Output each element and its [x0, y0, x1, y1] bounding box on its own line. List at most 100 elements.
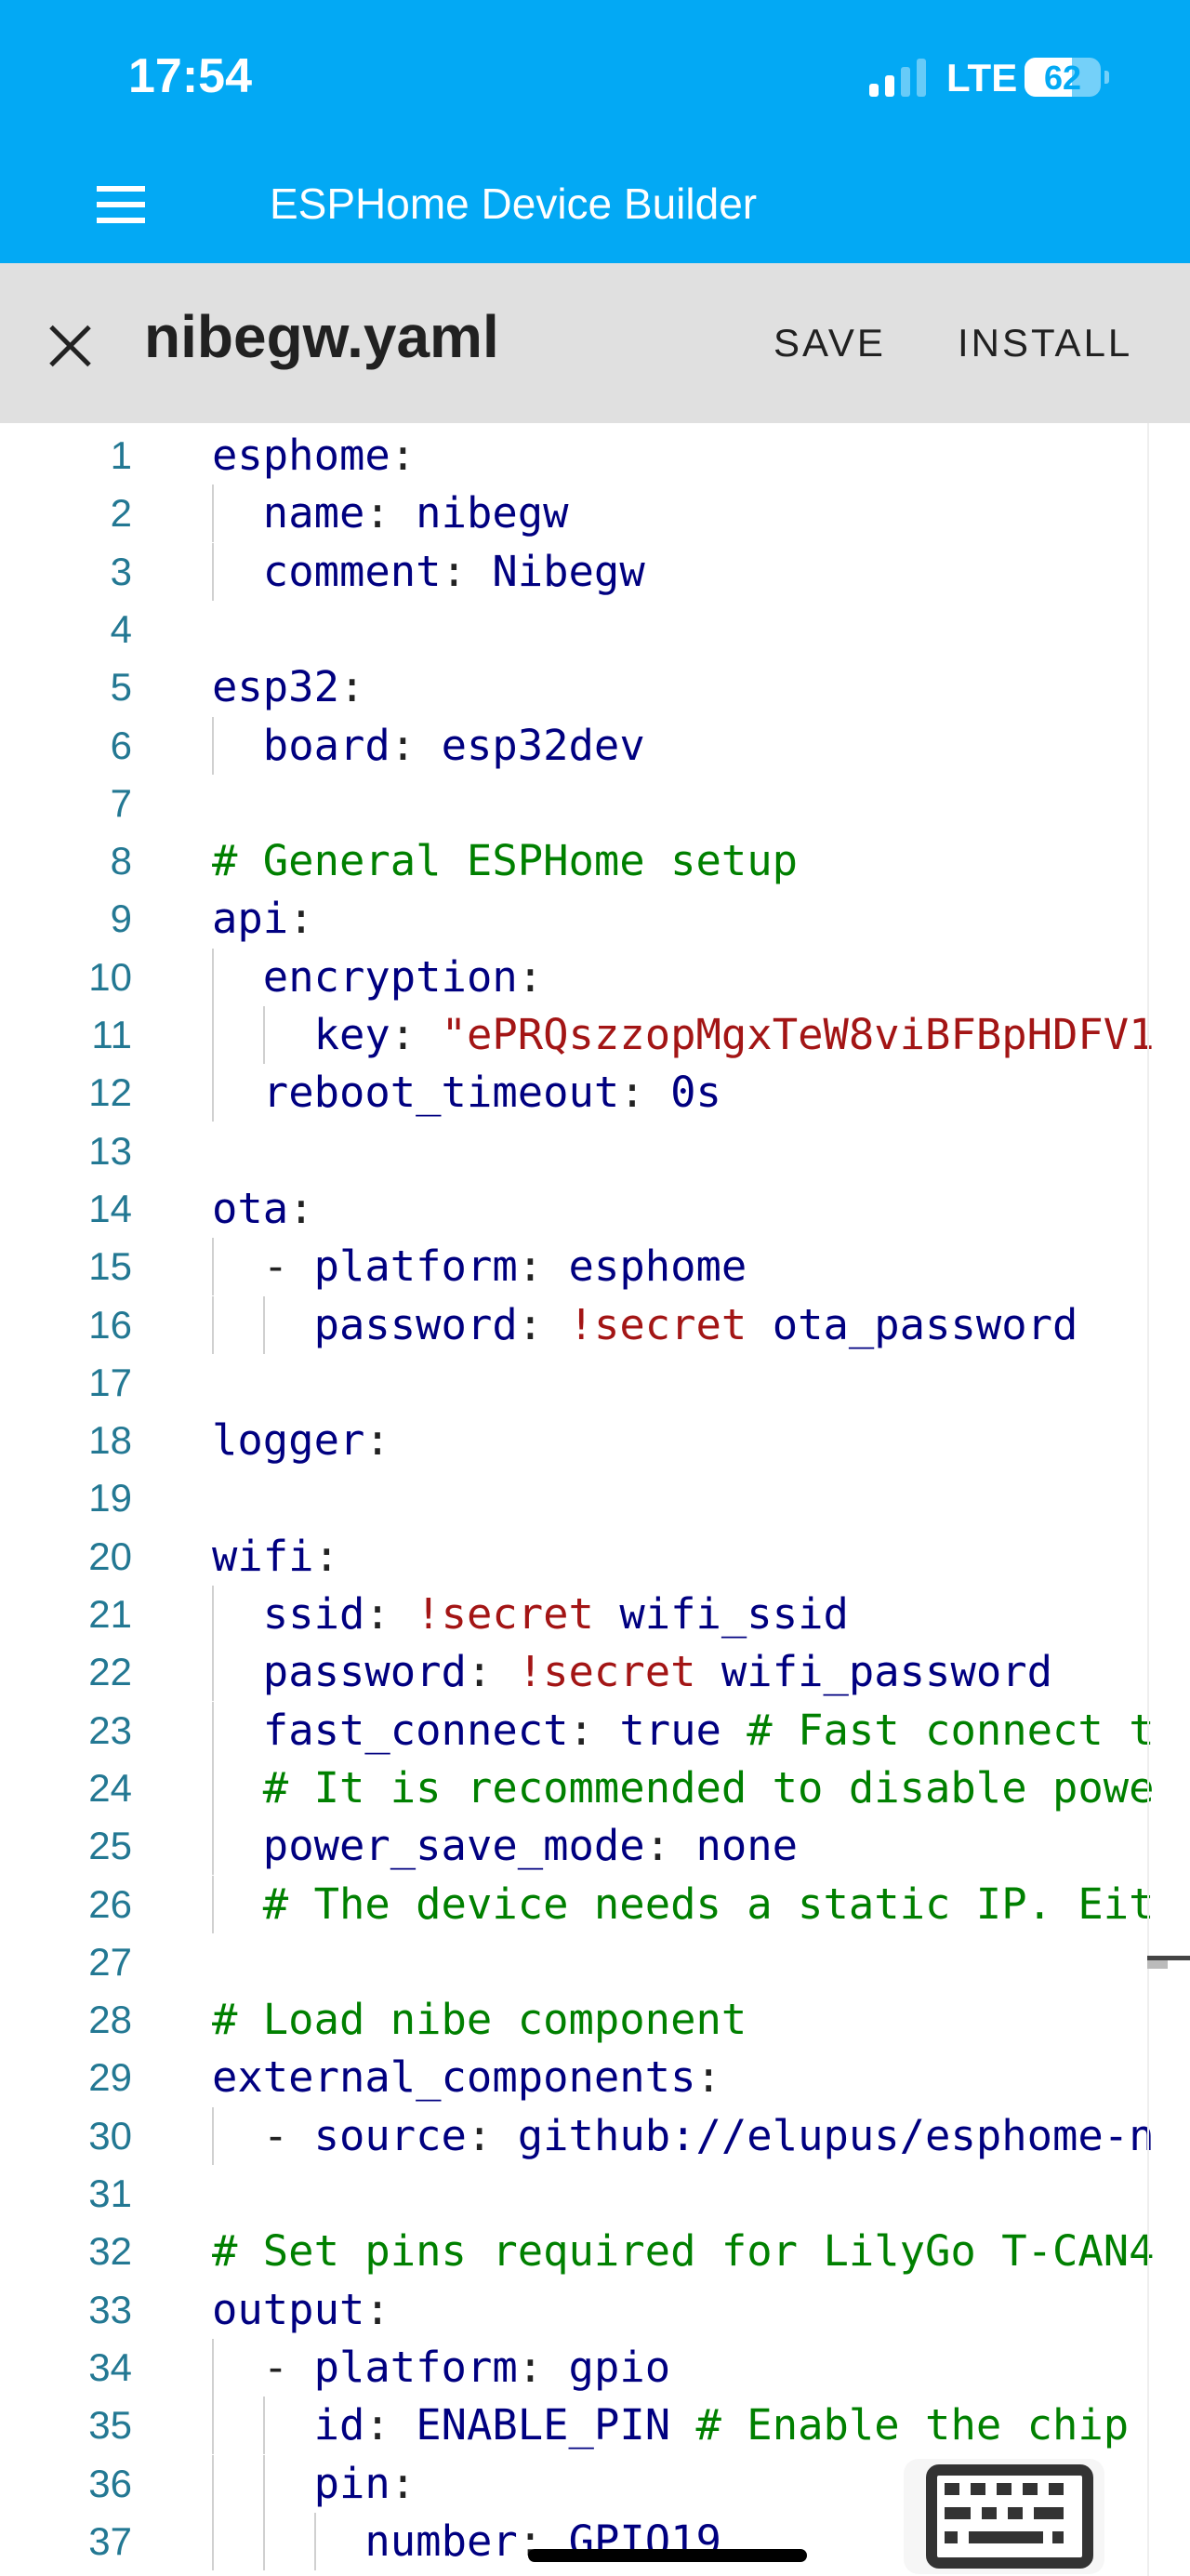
yaml-tag: !secret [517, 1647, 696, 1697]
code-text: logger: [212, 1412, 390, 1469]
code-text: # The device needs a static IP. Eit [263, 1876, 1155, 1933]
yaml-punctuation: - [262, 2342, 314, 2392]
code-line[interactable]: 30- source: github://elupus/esphome-n [0, 2106, 1190, 2165]
yaml-key: name [262, 488, 365, 538]
battery-fill [1025, 58, 1072, 97]
yaml-key: comment [262, 546, 442, 596]
line-number: 8 [110, 839, 132, 883]
scroll-thumb[interactable] [1147, 1960, 1168, 1969]
yaml-key: board [262, 720, 390, 770]
yaml-value: github://elupus/esphome-n [517, 2110, 1155, 2160]
code-text: external_components: [212, 2049, 721, 2106]
yaml-punctuation: : [619, 1068, 671, 1118]
hamburger-icon[interactable] [97, 186, 145, 223]
code-text: reboot_timeout: 0s [263, 1064, 721, 1122]
yaml-key: output [212, 2284, 365, 2334]
yaml-punctuation: : [695, 2052, 721, 2103]
yaml-punctuation: : [466, 1647, 518, 1697]
code-text: # Set pins required for LilyGo T-CAN4 [212, 2223, 1155, 2280]
install-button[interactable]: INSTALL [958, 321, 1133, 365]
yaml-punctuation: : [441, 546, 493, 596]
code-text: - platform: esphome [263, 1238, 747, 1295]
yaml-punctuation: : [364, 2284, 390, 2334]
code-line[interactable]: 34- platform: gpio [0, 2338, 1190, 2397]
indent-guide [212, 1295, 214, 1354]
code-line[interactable]: 15 - platform: esphome [0, 1238, 1190, 1296]
code-text: ssid: !secret wifi_ssid [263, 1586, 849, 1643]
code-line[interactable]: 27 [0, 1933, 1190, 1991]
editor-scrollbar[interactable] [1147, 423, 1149, 2576]
code-line[interactable]: 32# Set pins required for LilyGo T-CAN4 [0, 2223, 1190, 2280]
code-line[interactable]: 4 [0, 601, 1190, 658]
signal-icon [869, 58, 929, 97]
yaml-key: key [313, 1010, 390, 1059]
code-text: esp32: [212, 658, 364, 716]
code-text: fast_connect: true # Fast connect t [263, 1702, 1155, 1759]
code-text: board: esp32dev [263, 717, 645, 775]
code-line[interactable]: 13 [0, 1122, 1190, 1180]
indent-guide [313, 2512, 316, 2570]
yaml-comment: # Fast connect t [721, 1705, 1155, 1755]
line-number: 6 [110, 723, 132, 767]
code-line[interactable]: 6 board: esp32dev [0, 716, 1190, 775]
code-line[interactable]: 7 [0, 775, 1190, 832]
code-line[interactable]: 17 [0, 1354, 1190, 1412]
code-text: - platform: gpio [263, 2339, 670, 2397]
close-icon[interactable] [45, 319, 97, 371]
line-number: 19 [88, 1476, 132, 1520]
code-line[interactable]: 24# It is recommended to disable powe [0, 1759, 1190, 1817]
yaml-value: gpio [568, 2342, 671, 2392]
line-number: 13 [88, 1128, 132, 1173]
code-line[interactable]: 8# General ESPHome setup [0, 832, 1190, 890]
indent-guide [212, 2338, 214, 2397]
yaml-punctuation: - [262, 2110, 314, 2160]
indent-guide [212, 485, 214, 543]
code-text: # Load nibe component [212, 1991, 747, 2049]
yaml-tag: !secret [568, 1299, 747, 1349]
line-number: 29 [88, 2055, 132, 2100]
app-bar: ESPHome Device Builder [0, 158, 1190, 263]
code-line[interactable]: 26# The device needs a static IP. Eit [0, 1875, 1190, 1933]
indent-guide [262, 1295, 265, 1354]
line-number: 20 [88, 1534, 132, 1578]
yaml-string: "ePRQszzopMgxTeW8viBFBpHDFV1 [441, 1010, 1155, 1059]
code-line[interactable]: 31 [0, 2165, 1190, 2223]
save-button[interactable]: SAVE [774, 321, 886, 365]
yaml-punctuation: : [390, 1010, 442, 1059]
keyboard-toggle-button[interactable] [904, 2459, 1104, 2574]
code-text: api: [212, 890, 314, 948]
yaml-comment: # Set pins required for LilyGo T-CAN4 [212, 2226, 1155, 2277]
code-line[interactable]: 19 [0, 1469, 1190, 1527]
line-number: 15 [88, 1244, 132, 1289]
code-line[interactable]: 28# Load nibe component [0, 1991, 1190, 2049]
indent-guide [212, 2512, 214, 2570]
yaml-punctuation: : [644, 1821, 696, 1871]
indent-guide [262, 1006, 265, 1064]
code-text: password: !secret ota_password [314, 1296, 1078, 1354]
yaml-value: true [619, 1705, 721, 1755]
yaml-key: password [262, 1647, 467, 1697]
code-line[interactable]: 29 external_components: [0, 2049, 1190, 2106]
line-number: 12 [88, 1070, 132, 1115]
code-line[interactable]: 12 reboot_timeout: 0s [0, 1064, 1190, 1122]
signal-bar [917, 59, 926, 97]
